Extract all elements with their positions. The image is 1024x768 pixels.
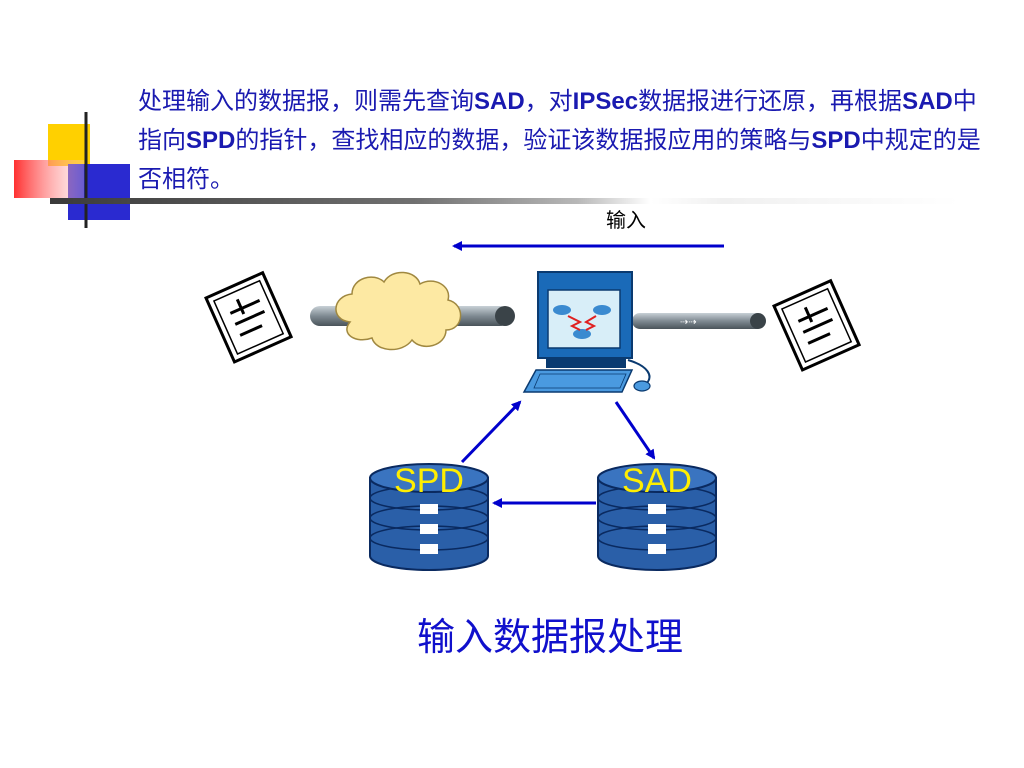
paragraph-text: 数据报进行还原，再根据 bbox=[638, 87, 903, 115]
left-tunnel bbox=[310, 271, 515, 351]
right-tunnel: ⇢⇢ bbox=[632, 313, 766, 329]
paragraph-term: SPD bbox=[811, 127, 861, 154]
paragraph-term: SPD bbox=[186, 127, 236, 154]
description-paragraph: 处理输入的数据报，则需先查询SAD，对IPSec数据报进行还原，再根据SAD中指… bbox=[138, 82, 988, 198]
svg-text:⇢⇢: ⇢⇢ bbox=[680, 317, 697, 328]
left-document-icon bbox=[204, 270, 294, 364]
paragraph-term: IPSec bbox=[572, 88, 639, 115]
arrow-spd-to-computer bbox=[460, 400, 522, 464]
sad-database-icon: SAD bbox=[597, 462, 717, 571]
paragraph-text: 处理输入的数据报，则需先查询 bbox=[138, 87, 474, 115]
paragraph-text: ，对 bbox=[524, 87, 573, 115]
cloud-icon bbox=[335, 271, 462, 351]
paragraph-term: SAD bbox=[474, 88, 525, 115]
diagram-caption: 输入数据报处理 bbox=[416, 615, 683, 659]
right-document-icon bbox=[772, 278, 862, 372]
paragraph-term: SAD bbox=[902, 88, 953, 115]
paragraph-text: 中规定的是否相符。 bbox=[138, 126, 981, 193]
spd-label: SPD bbox=[394, 462, 464, 500]
paragraph-text: 中指向 bbox=[138, 87, 977, 154]
direction-label: 输入 bbox=[606, 208, 646, 232]
arrow-computer-to-sad bbox=[614, 401, 656, 460]
spd-database-icon: SPD bbox=[369, 462, 489, 571]
paragraph-text: 的指针，查找相应的数据，验证该数据报应用的策略与 bbox=[235, 126, 812, 154]
sad-label: SAD bbox=[622, 462, 692, 500]
title-underline bbox=[50, 198, 960, 204]
computer-icon bbox=[522, 271, 651, 393]
